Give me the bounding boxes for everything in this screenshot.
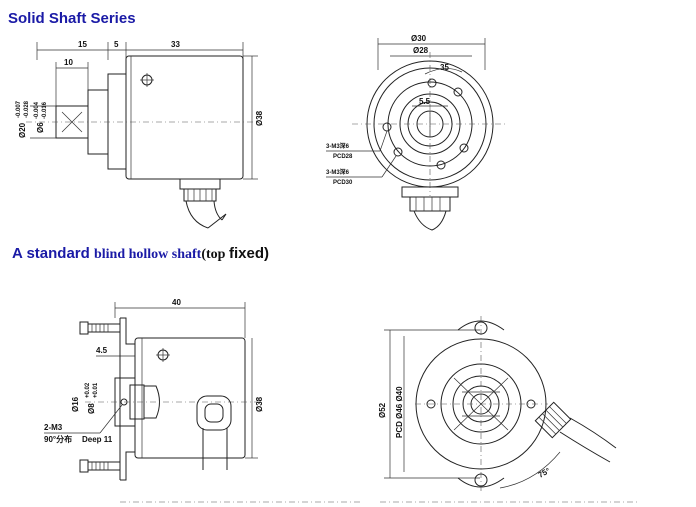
dim-8-tol-a: +0.02	[85, 382, 91, 398]
blind-hollow-shaft-title: A standard blind hollow shaft(top fixed)	[12, 245, 269, 263]
dim-10: 10	[64, 58, 73, 67]
solid-shaft-front-view: Ø30 Ø28 35 5.5 3-M3深6 PCD28 3-M3深6 PCD30	[326, 34, 505, 231]
dim-35: 35	[440, 63, 449, 72]
title-part-a: A standard	[12, 245, 94, 262]
dim-33: 33	[171, 40, 180, 49]
dim-8: Ø8	[87, 403, 96, 414]
deep-11: Deep 11	[82, 435, 113, 444]
dim-4-5: 4.5	[96, 346, 108, 355]
pcd-30: PCD30	[333, 180, 353, 186]
hollow-shaft-front-view: Ø52 PCD Ø46 Ø40 75°	[378, 316, 617, 492]
dim-30: Ø30	[411, 34, 427, 43]
title-part-b: blind hollow shaft	[93, 247, 202, 262]
screw-label-2: 3-M3深6	[326, 168, 350, 176]
dim-5: 5	[114, 40, 119, 49]
dim-52: Ø52	[378, 402, 387, 418]
angle-90: 90°分布	[44, 434, 72, 444]
dim-inner-6: Ø6	[36, 122, 45, 133]
dim-28: Ø28	[413, 46, 429, 55]
dim-inner-tol-a: -0.004	[34, 101, 40, 119]
dim-shaft-tol-b: -0.028	[24, 100, 30, 118]
dim-15: 15	[78, 40, 87, 49]
dim-shaft-20: Ø20	[18, 122, 27, 138]
dim-40: 40	[172, 298, 181, 307]
screw-2-m3: 2-M3	[44, 423, 63, 432]
solid-shaft-series-title: Solid Shaft Series	[8, 10, 136, 27]
dim-38-hollow: Ø38	[255, 396, 264, 412]
screw-label-1: 3-M3深6	[326, 142, 350, 150]
title-part-c: (top	[201, 247, 229, 262]
angle-75: 75°	[537, 466, 552, 480]
dim-38: Ø38	[255, 110, 264, 126]
dim-8-tol-b: +0.01	[93, 382, 99, 398]
pcd-46-40: PCD Ø46 Ø40	[395, 386, 404, 438]
title-part-d: fixed)	[228, 245, 269, 262]
hollow-shaft-side-view: 40 4.5	[44, 298, 264, 481]
dim-inner-tol-b: -0.016	[42, 101, 48, 119]
solid-shaft-side-view: 15 5 33 10 Ø38	[16, 40, 264, 229]
dim-5-5: 5.5	[419, 97, 431, 106]
dim-16: Ø16	[71, 396, 80, 412]
pcd-28: PCD28	[333, 154, 353, 160]
dim-shaft-tol-a: -0.007	[16, 100, 22, 118]
